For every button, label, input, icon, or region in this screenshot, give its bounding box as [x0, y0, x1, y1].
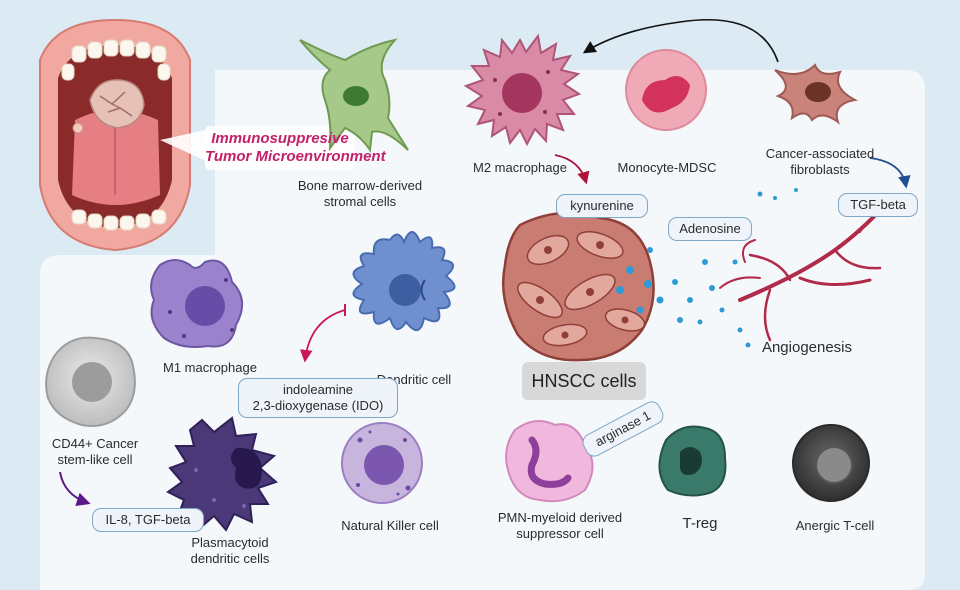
stem-cell-icon [45, 336, 136, 427]
factor-ido: indoleamine 2,3-dioxygenase (IDO) [238, 378, 398, 418]
title-line-2: Tumor Microenvironment [205, 148, 386, 165]
pmn-mdsc-icon [505, 420, 594, 503]
anergic-tcell-icon [792, 424, 870, 502]
label-nk-cell: Natural Killer cell [341, 518, 439, 533]
factor-il8-tgf: IL-8, TGF-beta [92, 508, 204, 532]
label-line: indoleamine [282, 382, 354, 397]
arrow-cd44-il8 [59, 471, 91, 507]
label-cd44: CD44+ Cancer stem-like cell [40, 436, 150, 468]
title-callout [160, 128, 215, 165]
stromal-cell-icon [299, 38, 409, 153]
label-line: Bone marrow-derived [297, 178, 423, 193]
arrow-dc-ido [300, 309, 346, 363]
label-monocyte-mdsc: Monocyte-MDSC [617, 160, 717, 175]
factor-adenosine: Adenosine [668, 217, 752, 241]
m2-macrophage-icon [463, 33, 582, 147]
label-line: stromal cells [323, 194, 397, 209]
label-treg: T-reg [682, 515, 718, 532]
dendritic-cell-icon [352, 231, 456, 331]
label-angiogenesis: Angiogenesis [761, 339, 853, 356]
label-line: PMN-myeloid derived [497, 510, 623, 525]
arrow-caf-to-m2 [582, 18, 779, 63]
open-mouth-tumor-icon [39, 18, 191, 252]
monocyte-mdsc-icon [625, 49, 707, 131]
arrow-caf-tgf [869, 157, 911, 189]
adenosine-particles [616, 188, 798, 348]
fibroblast-icon [774, 63, 859, 125]
label-bm-stromal: Bone marrow-derived stromal cells [290, 178, 430, 210]
figure-title: Immunosuppresive Tumor Microenvironment [205, 130, 386, 166]
tumor-mass-icon [501, 211, 655, 362]
label-line: fibroblasts [790, 162, 850, 177]
label-line: CD44+ Cancer [51, 436, 139, 451]
arrow-m2-kynurenine [554, 154, 590, 185]
plasmacytoid-cell-icon [166, 416, 278, 532]
label-line: dendritic cells [190, 551, 270, 566]
label-line: Plasmacytoid [191, 535, 269, 550]
label-caf: Cancer-associated fibroblasts [755, 146, 885, 178]
nk-cell-icon [341, 422, 423, 504]
label-m1-macrophage: M1 macrophage [163, 360, 257, 375]
label-hnscc: HNSCC cells [522, 362, 646, 400]
label-line: 2,3-dioxygenase (IDO) [252, 398, 384, 413]
label-anergic-tcell: Anergic T-cell [795, 518, 875, 533]
factor-tgf-beta: TGF-beta [838, 193, 918, 217]
label-m2-macrophage: M2 macrophage [473, 160, 567, 175]
m1-macrophage-icon [150, 259, 243, 348]
label-line: Cancer-associated [765, 146, 875, 161]
treg-icon [658, 425, 727, 497]
label-line: suppressor cell [516, 526, 604, 541]
title-line-1: Immunosuppresive [211, 130, 349, 147]
factor-kynurenine: kynurenine [556, 194, 648, 218]
label-line: stem-like cell [57, 452, 133, 467]
label-plasmacytoid: Plasmacytoid dendritic cells [175, 535, 285, 567]
left-panel [40, 255, 330, 590]
label-pmn-mdsc: PMN-myeloid derived suppressor cell [490, 510, 630, 542]
